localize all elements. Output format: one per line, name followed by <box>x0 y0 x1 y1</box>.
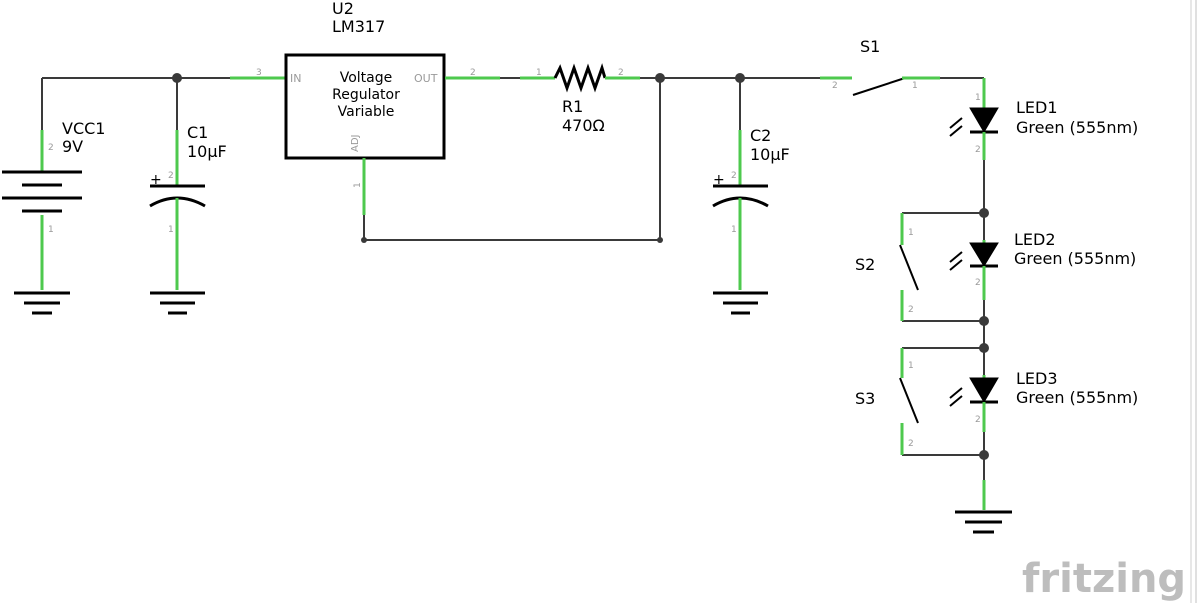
switch-s3: 1 2 S3 <box>855 348 919 455</box>
led1-ref: LED1 <box>1016 98 1058 117</box>
pin-number: 1 <box>536 68 542 78</box>
led3-ref: LED3 <box>1016 369 1058 388</box>
r1-value: 470Ω <box>562 116 605 135</box>
pin-number: 1 <box>353 182 363 188</box>
pin-label-adj: ADJ <box>350 135 361 153</box>
u2-value: LM317 <box>332 17 385 36</box>
pin-number: 2 <box>168 171 174 181</box>
c1-ref: C1 <box>187 123 208 142</box>
led-led1: 1 2 LED1 Green (555nm) <box>949 78 1138 160</box>
led-led2: 2 LED2 Green (555nm) <box>949 230 1136 300</box>
pin-number: 1 <box>48 225 54 235</box>
pin-number: 2 <box>975 415 981 425</box>
u2-line1: Voltage <box>340 70 393 86</box>
pin-number: 2 <box>975 145 981 155</box>
pin-number: 3 <box>256 68 262 78</box>
pin-number: 2 <box>618 68 624 78</box>
c1-plus-sign: + <box>150 172 162 188</box>
led3-value: Green (555nm) <box>1016 388 1138 407</box>
pin-number: 2 <box>731 171 737 181</box>
pin-number: 1 <box>168 225 174 235</box>
vcc1-value: 9V <box>62 137 83 156</box>
pin-number: 2 <box>832 81 838 91</box>
pin-number: 2 <box>48 143 54 153</box>
pin-number: 2 <box>975 278 981 288</box>
capacitor-c2: 2 1 + C2 10µF <box>712 126 790 315</box>
u2-line2: Regulator <box>332 87 400 103</box>
edge-artifact <box>1190 0 1197 603</box>
c1-value: 10µF <box>187 142 227 161</box>
led-led3: 2 LED3 Green (555nm) <box>949 369 1138 432</box>
wires <box>41 77 985 480</box>
capacitor-c1: 2 1 + C1 10µF <box>149 123 227 315</box>
pin-number: 2 <box>908 305 914 315</box>
vcc1-ref: VCC1 <box>62 119 105 138</box>
ground-right <box>955 480 1012 534</box>
pin-number: 1 <box>912 81 918 91</box>
pin-number: 2 <box>908 439 914 449</box>
pin-number: 1 <box>731 225 737 235</box>
battery-vcc1: 2 1 VCC1 9V <box>2 119 105 315</box>
led2-value: Green (555nm) <box>1014 249 1136 268</box>
u2-line3: Variable <box>338 104 395 120</box>
pin-number: 2 <box>470 68 476 78</box>
led1-value: Green (555nm) <box>1016 118 1138 137</box>
switch-s2: 1 2 S2 <box>855 213 919 321</box>
pin-label-in: IN <box>290 72 301 85</box>
s3-ref: S3 <box>855 389 875 408</box>
fritzing-logo: fritzing <box>1022 556 1186 602</box>
pin-number: 1 <box>908 228 914 238</box>
c2-ref: C2 <box>750 126 771 145</box>
c2-plus-sign: + <box>713 172 725 188</box>
resistor-r1: 1 2 R1 470Ω <box>520 63 640 135</box>
switch-s1: 2 1 S1 <box>820 37 940 96</box>
s2-ref: S2 <box>855 255 875 274</box>
pin-label-out: OUT <box>414 72 438 85</box>
led2-ref: LED2 <box>1014 230 1056 249</box>
junctions <box>172 73 989 460</box>
r1-ref: R1 <box>562 97 583 116</box>
pin-number: 1 <box>975 93 981 103</box>
u2-ref: U2 <box>332 0 354 18</box>
regulator-u2: 3 IN OUT ADJ Voltage Regulator Variable … <box>230 0 500 215</box>
c2-value: 10µF <box>750 145 790 164</box>
pin-number: 1 <box>908 361 914 371</box>
s1-ref: S1 <box>860 37 880 56</box>
